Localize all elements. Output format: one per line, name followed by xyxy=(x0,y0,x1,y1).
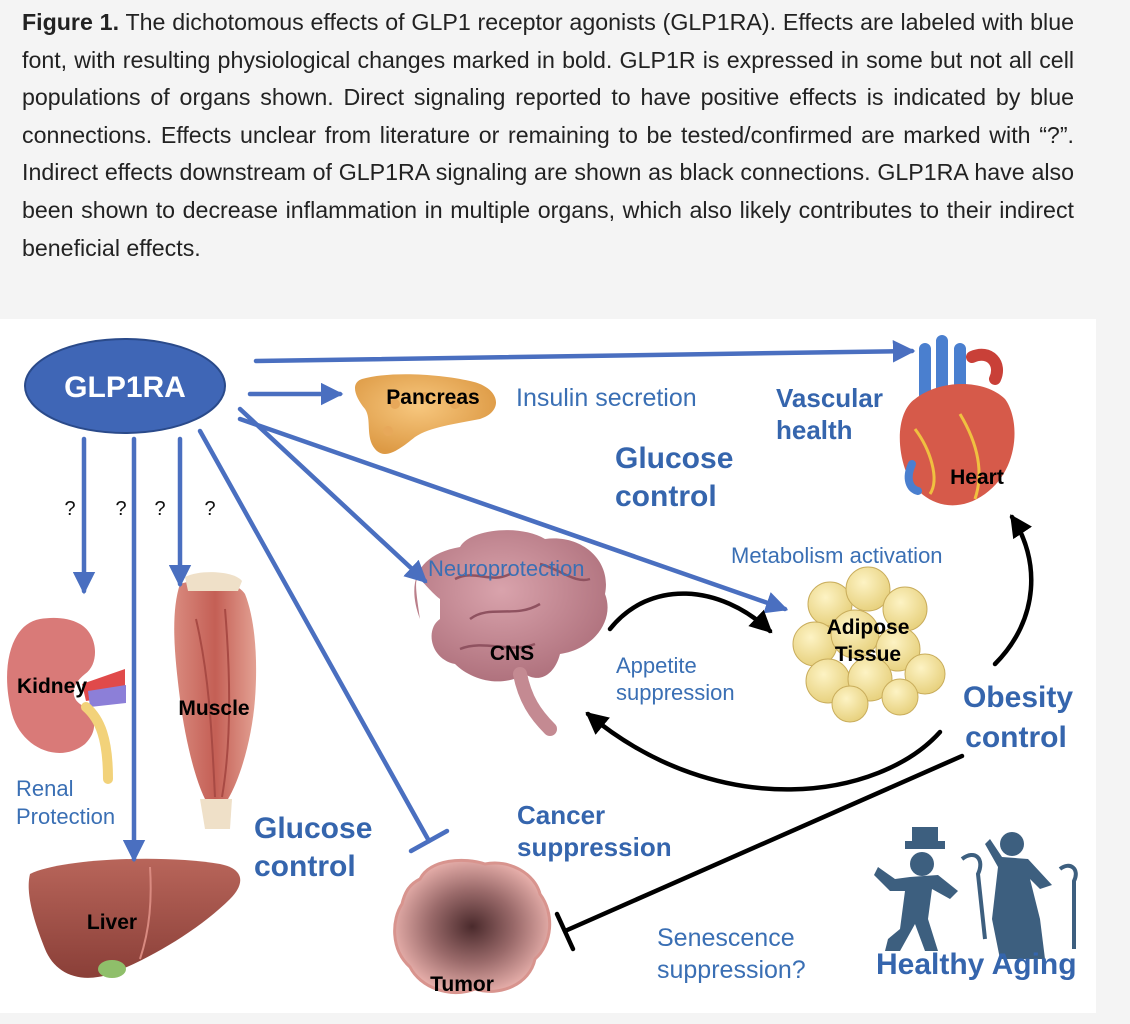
arrow-obesity-heart xyxy=(992,514,1034,667)
adipose-illustration xyxy=(792,566,946,723)
adipose-label-line2: Tissue xyxy=(835,643,901,666)
appetite-suppression-label-line2: suppression xyxy=(616,680,735,705)
renal-protection-label-line2: Protection xyxy=(16,804,115,829)
arrow-glp1ra-heart xyxy=(253,340,916,364)
glucose-control-top-line2: control xyxy=(615,480,717,513)
inhibit-glp1ra-tumor xyxy=(197,428,432,844)
liver-label: Liver xyxy=(87,911,137,934)
muscle-label: Muscle xyxy=(178,697,249,720)
arrow-glp1ra-cns xyxy=(237,406,428,584)
obesity-control-label-line1: Obesity xyxy=(963,681,1073,714)
glucose-control-top-line1: Glucose xyxy=(615,442,733,475)
healthy-aging-illustration xyxy=(874,827,1078,959)
healthy-aging-label: Healthy Aging xyxy=(876,948,1077,981)
senescence-suppression-label-line1: Senescence xyxy=(657,924,795,952)
glp1ra-label: GLP1RA xyxy=(64,371,186,404)
obesity-control-label-line2: control xyxy=(965,721,1067,754)
senescence-suppression-label-line2: suppression? xyxy=(657,956,806,984)
black-connections xyxy=(554,514,1034,952)
vascular-health-label-line1: Vascular xyxy=(776,383,883,413)
tumor-illustration xyxy=(393,858,552,994)
heart-label: Heart xyxy=(950,466,1004,489)
glucose-control-bottom-line1: Glucose xyxy=(254,812,372,845)
unknown-mark-liver: ? xyxy=(115,498,126,520)
vascular-health-label-line2: health xyxy=(776,415,853,445)
muscle-illustration xyxy=(174,572,257,829)
insulin-secretion-label: Insulin secretion xyxy=(516,384,697,412)
kidney-illustration xyxy=(7,617,126,784)
tumor-label: Tumor xyxy=(430,973,494,996)
adipose-label-line1: Adipose xyxy=(827,616,910,639)
arrow-obesity-cns xyxy=(585,711,943,792)
inhibit-glp1ra-tumor-bar xyxy=(408,828,450,854)
blue-connections xyxy=(72,340,916,863)
inhibit-obesity-tumor-bar xyxy=(554,911,576,952)
glucose-control-bottom-line2: control xyxy=(254,850,356,883)
arrow-glp1ra-adipose xyxy=(237,416,789,614)
diagram-canvas: GLP1RA ? ? ? ? Pancreas Heart CNS Adipos… xyxy=(7,335,1078,996)
unknown-mark-muscle: ? xyxy=(154,498,165,520)
neuroprotection-label: Neuroprotection xyxy=(428,556,585,581)
pancreas-illustration xyxy=(354,374,497,454)
figure-caption: Figure 1. The dichotomous effects of GLP… xyxy=(22,4,1074,267)
cancer-suppression-label-line2: suppression xyxy=(517,832,672,862)
unknown-mark-tumor: ? xyxy=(204,498,215,520)
cancer-suppression-label-line1: Cancer xyxy=(517,800,605,830)
unknown-mark-kidney: ? xyxy=(64,498,75,520)
arrow-cns-adipose xyxy=(607,591,773,634)
heart-illustration xyxy=(899,335,1015,506)
figure-caption-text: The dichotomous effects of GLP1 receptor… xyxy=(22,9,1074,261)
renal-protection-label-line1: Renal xyxy=(16,776,73,801)
brain-illustration xyxy=(414,530,608,736)
inhibit-obesity-tumor xyxy=(562,753,965,934)
pancreas-label: Pancreas xyxy=(386,386,479,409)
kidney-label: Kidney xyxy=(17,675,87,698)
diagram-panel: GLP1RA ? ? ? ? Pancreas Heart CNS Adipos… xyxy=(0,319,1096,1013)
metabolism-activation-label: Metabolism activation xyxy=(731,543,943,568)
figure-label: Figure 1. xyxy=(22,9,120,35)
glp1ra-node xyxy=(24,338,226,434)
liver-illustration xyxy=(28,858,241,978)
cns-label: CNS xyxy=(490,642,534,665)
appetite-suppression-label-line1: Appetite xyxy=(616,653,697,678)
